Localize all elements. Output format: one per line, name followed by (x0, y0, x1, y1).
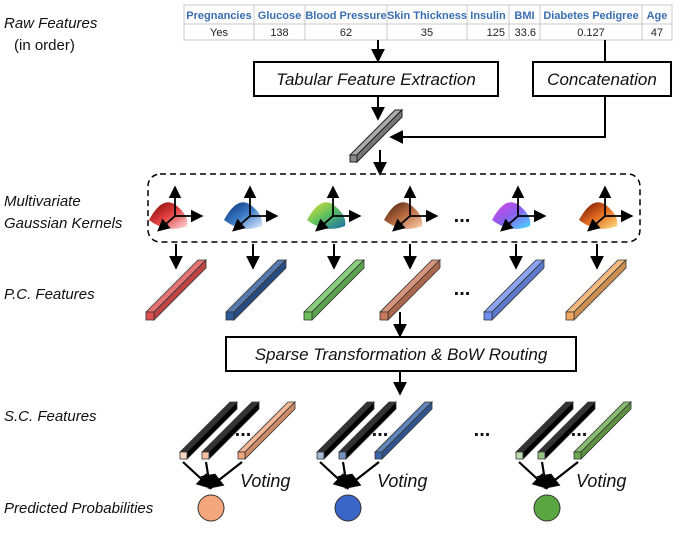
voting-label: Voting (576, 471, 626, 491)
connector-arrows (371, 40, 606, 396)
pc-ellipsis: ... (454, 278, 471, 300)
gaussian-kernel-icon (307, 185, 362, 232)
sc-feature-bar (237, 401, 296, 460)
tabular-feature-extraction-box (253, 61, 499, 97)
tabular-feature-extraction-text: Tabular Feature Extraction (276, 70, 476, 89)
table-header-cell: Blood Pressure (305, 10, 386, 22)
raw-features-label: Raw Features (4, 15, 98, 32)
table-header-cell: Age (647, 10, 668, 22)
sc-features-label: S.C. Features (4, 408, 97, 425)
gaussian-kernel-icon (579, 185, 634, 232)
table-header-cell: Pregnancies (186, 10, 251, 22)
sc-feature-bar (515, 401, 574, 460)
gaussian-kernel-icon (224, 185, 279, 232)
predicted-probabilities-label: Predicted Probabilities (4, 500, 154, 517)
sparse-transformation-text: Sparse Transformation & BoW Routing (255, 345, 548, 364)
table-header-cell: BMI (514, 10, 534, 22)
pc-feature-bar (483, 259, 545, 321)
voting-group: Voting (319, 461, 427, 522)
kernel-ellipsis: ... (454, 205, 471, 227)
gaussian-kernel-icon (384, 185, 439, 232)
sc-feature-bar (338, 401, 397, 460)
pc-feature-bar (145, 259, 207, 321)
sc-group-ellipsis: ... (571, 419, 588, 441)
pc-feature-bar (565, 259, 627, 321)
sc-feature-bar (537, 401, 596, 460)
concatenated-feature-bar (348, 108, 404, 164)
sc-feature-bar (201, 401, 260, 460)
pc-feature-bar (303, 259, 365, 321)
table-value-cell: 0.127 (577, 27, 605, 39)
table-header-cell: Diabetes Pedigree (543, 10, 638, 22)
table-header-cell: Glucose (258, 10, 301, 22)
table-value-cell: 47 (651, 27, 663, 39)
in-order-label: (in order) (14, 37, 75, 54)
multivariate-label: Multivariate (4, 193, 81, 210)
predicted-probability-circle (197, 494, 225, 522)
table-value-cell: 35 (421, 27, 433, 39)
pc-feature-bar (225, 259, 287, 321)
table-value-cell: 138 (270, 27, 288, 39)
sc-feature-group: ... (179, 401, 296, 460)
gaussian-kernels-label: Gaussian Kernels (4, 215, 123, 232)
voting-group: Voting (518, 461, 626, 522)
concatenation-box (532, 61, 672, 97)
table-value-cell: 125 (487, 27, 505, 39)
kernel-container (147, 173, 641, 243)
sc-feature-bar (573, 401, 632, 460)
sc-ellipsis: ... (474, 419, 491, 441)
sc-feature-group: ... (316, 401, 433, 460)
gaussian-kernel-icon (149, 185, 204, 232)
predicted-probability-circle (533, 494, 561, 522)
sc-feature-bar (374, 401, 433, 460)
kernel-to-feature-arrows (169, 244, 604, 270)
sc-feature-bar (179, 401, 238, 460)
sc-feature-bar (316, 401, 375, 460)
sc-group-ellipsis: ... (372, 419, 389, 441)
table-header-cell: Insulin (470, 10, 506, 22)
gaussian-kernel-icon (492, 185, 547, 232)
voting-label: Voting (377, 471, 427, 491)
predicted-probability-circle (334, 494, 362, 522)
voting-label: Voting (240, 471, 290, 491)
table-header-cell: Skin Thickness (387, 10, 467, 22)
concatenation-text: Concatenation (547, 70, 657, 89)
voting-group: Voting (182, 461, 290, 522)
pc-feature-bar (379, 259, 441, 321)
table-value-cell: 62 (340, 27, 352, 39)
table-value-cell: 33.6 (515, 27, 536, 39)
sc-feature-group: ... (515, 401, 632, 460)
table-value-cell: Yes (210, 27, 228, 39)
pc-features-label: P.C. Features (4, 286, 95, 303)
sc-group-ellipsis: ... (235, 419, 252, 441)
